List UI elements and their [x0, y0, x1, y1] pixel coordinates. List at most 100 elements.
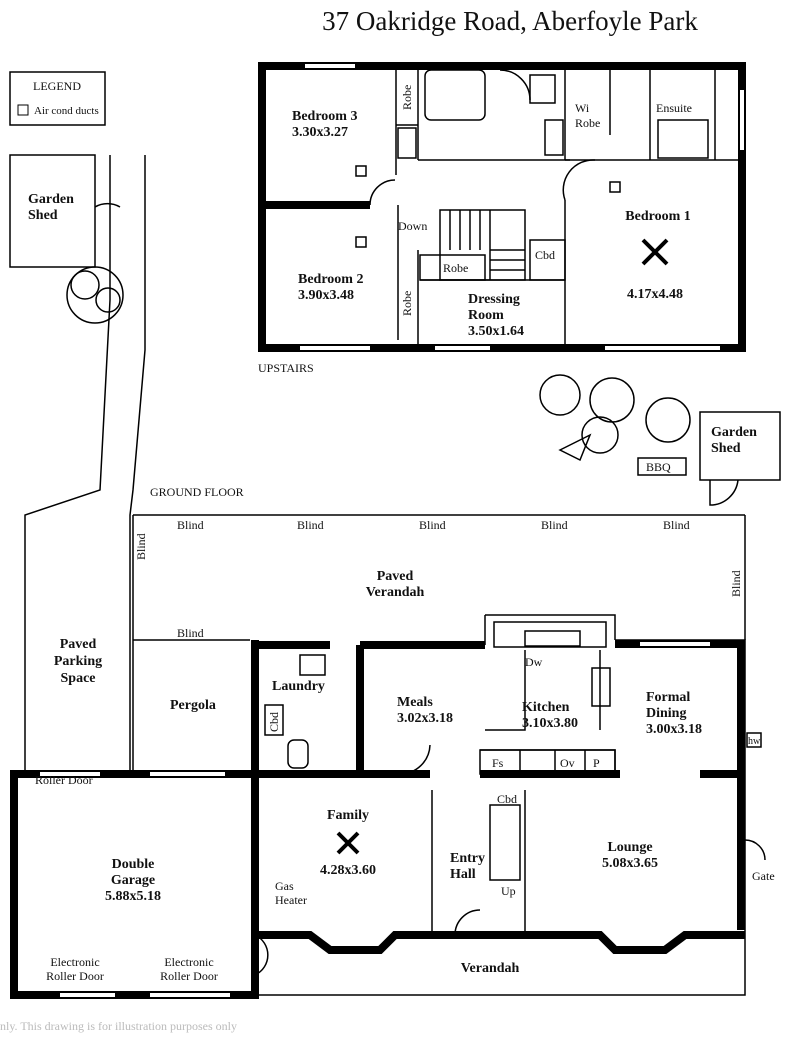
plan-line — [529, 239, 566, 281]
label: Space — [61, 671, 96, 686]
label: P — [593, 756, 600, 770]
bedroom1-label: Bedroom 1 — [625, 209, 690, 224]
plan-line — [95, 287, 121, 313]
label: Ov — [560, 756, 575, 770]
plan-line — [544, 119, 564, 156]
ceiling-fan-icon — [336, 831, 360, 855]
plan-line — [336, 831, 360, 855]
label: Blind — [663, 518, 690, 532]
paved-verandah: Blind Blind Blind Blind Blind Blind Blin… — [132, 514, 746, 770]
bedroom3-label: Bedroom 3 — [292, 109, 357, 124]
label: Down — [398, 219, 427, 233]
label: 3.30x3.27 — [292, 125, 348, 140]
label: Blind — [134, 533, 148, 560]
plan-line — [591, 667, 611, 707]
dressing-room-label: Dressing — [468, 292, 520, 307]
label: Hall — [450, 867, 476, 882]
plan-line — [657, 119, 709, 159]
plan-line — [9, 71, 106, 126]
label: 4.28x3.60 — [320, 863, 376, 878]
pergola-label: Pergola — [170, 698, 216, 713]
plan-line — [637, 457, 687, 476]
plan-line — [9, 154, 96, 268]
label: 3.10x3.80 — [522, 716, 578, 731]
plan-line — [10, 774, 259, 999]
label: 5.08x3.65 — [602, 856, 658, 871]
air-cond-duct-icon — [355, 165, 367, 177]
plan-line — [485, 650, 601, 731]
formal-dining-label: Formal — [646, 690, 690, 705]
plan-line — [251, 774, 745, 954]
label: Electronic — [50, 955, 99, 969]
label: 3.00x3.18 — [646, 722, 702, 737]
family-label: Family — [327, 808, 369, 823]
tree-icon — [66, 266, 124, 324]
plan-line — [746, 732, 762, 748]
label: 3.50x1.64 — [468, 324, 524, 339]
plan-line — [70, 270, 100, 300]
label: Dw — [525, 655, 543, 669]
plan-line — [581, 416, 619, 454]
lounge-label: Lounge — [607, 840, 652, 855]
label: Blind — [297, 518, 324, 532]
label: 3.90x3.48 — [298, 288, 354, 303]
garage-label: Double — [112, 857, 155, 872]
kitchen-label: Kitchen — [522, 700, 570, 715]
label: 5.88x5.18 — [105, 889, 161, 904]
plan-line — [255, 935, 746, 996]
bedroom2-label: Bedroom 2 — [298, 272, 363, 287]
plan-line — [641, 238, 669, 266]
label: Ensuite — [656, 101, 692, 115]
page-title: 37 Oakridge Road, Aberfoyle Park — [322, 6, 698, 36]
plan-line — [129, 155, 146, 770]
plan-line — [589, 377, 635, 423]
label: Blind — [419, 518, 446, 532]
plan-line — [424, 69, 486, 121]
label: Robe — [400, 85, 414, 110]
label: Blind — [541, 518, 568, 532]
label: Parking — [54, 654, 102, 669]
ceiling-fan-icon — [641, 238, 669, 266]
label: Roller Door — [46, 969, 104, 983]
label: Dining — [646, 706, 686, 721]
plan-line — [615, 640, 745, 930]
label: 4.17x4.48 — [627, 287, 683, 302]
label: Verandah — [366, 585, 425, 600]
plan-line — [449, 210, 525, 280]
label: Room — [468, 308, 504, 323]
plan-line — [254, 934, 269, 976]
plan-line — [94, 202, 121, 208]
plan-line — [539, 374, 581, 416]
plan-line — [10, 855, 16, 867]
ground-walls — [10, 614, 766, 999]
stairs — [489, 804, 521, 881]
label: Cbd — [535, 248, 555, 262]
verandah-label: Verandah — [461, 961, 520, 976]
entry-hall-label: Entry — [450, 851, 485, 866]
legend: LEGEND Air cond ducts — [9, 71, 106, 126]
label: Garden — [28, 192, 74, 207]
plan-line — [493, 621, 607, 648]
plan-line — [709, 479, 739, 506]
plan-line — [264, 704, 284, 736]
plan-line — [24, 155, 111, 770]
stairs — [439, 209, 526, 281]
plan-line — [251, 640, 485, 770]
label: Heater — [275, 893, 307, 907]
label: Gas — [275, 879, 294, 893]
plan-line — [558, 433, 592, 462]
label: Gate — [752, 869, 775, 883]
garden-plants — [539, 374, 691, 462]
air-cond-duct-icon — [355, 236, 367, 248]
plan-line — [744, 839, 766, 861]
plan-line — [299, 654, 326, 676]
plan-line — [66, 266, 124, 324]
label: Robe — [575, 116, 600, 130]
label: Shed — [711, 441, 741, 456]
label: Up — [501, 884, 516, 898]
plan-line — [369, 179, 396, 206]
label: Blind — [729, 570, 743, 597]
plan-line — [479, 749, 616, 775]
disclaimer: nly. This drawing is for illustration pu… — [0, 1019, 237, 1033]
